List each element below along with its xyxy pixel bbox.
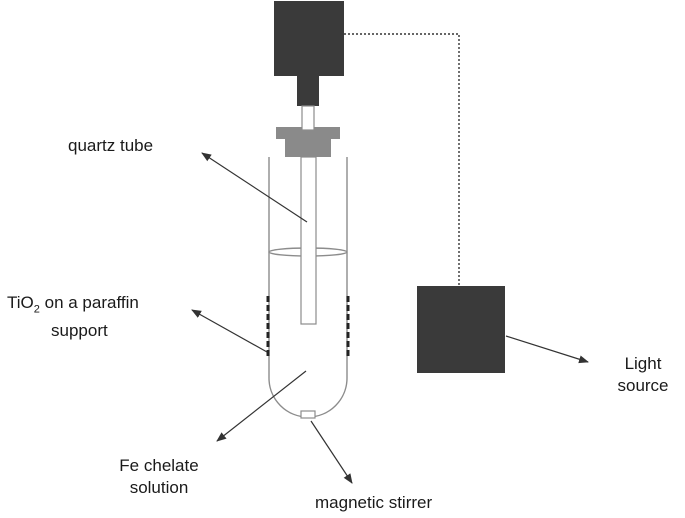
- label-tio2-rest: on a paraffin: [39, 293, 139, 312]
- label-fe-chelate: Fe chelate solution: [106, 455, 212, 499]
- label-light-line1: Light: [624, 354, 662, 373]
- label-light-line2: source: [617, 376, 669, 395]
- label-tio2-line2: support: [7, 320, 139, 342]
- arrow-fe-chelate: [216, 370, 307, 442]
- label-tio2-line1: TiO2 on a paraffin: [7, 292, 139, 320]
- connection-cable: [344, 33, 460, 286]
- label-magnetic-stirrer: magnetic stirrer: [315, 492, 432, 514]
- label-tio2-support-text: support: [51, 321, 108, 341]
- light-source-box: [417, 286, 505, 373]
- label-magnetic-stirrer-text: magnetic stirrer: [315, 493, 433, 512]
- label-quartz-tube-text: quartz tube: [68, 136, 154, 155]
- arrow-magnetic-stirrer: [310, 420, 353, 484]
- label-fe-line1: Fe chelate: [119, 456, 199, 475]
- label-tio2-prefix: TiO: [7, 293, 34, 312]
- label-fe-line2: solution: [129, 478, 189, 497]
- lamp-neck: [297, 76, 319, 106]
- label-tio2-support: TiO2 on a paraffin support: [7, 292, 139, 342]
- quartz-rod-upper: [301, 105, 315, 131]
- label-tio2-subscript: 2: [33, 303, 40, 316]
- lamp-housing: [274, 1, 344, 76]
- stir-bar: [300, 410, 316, 419]
- quartz-tube: [300, 156, 317, 325]
- stopper-cap-body: [285, 137, 331, 157]
- label-light-source: Light source: [606, 353, 680, 397]
- label-quartz-tube: quartz tube: [68, 135, 153, 157]
- stopper-cap-top: [276, 127, 340, 139]
- arrow-tio2-support: [191, 309, 268, 353]
- arrow-quartz-tube: [201, 152, 308, 223]
- arrow-light-source: [505, 335, 589, 364]
